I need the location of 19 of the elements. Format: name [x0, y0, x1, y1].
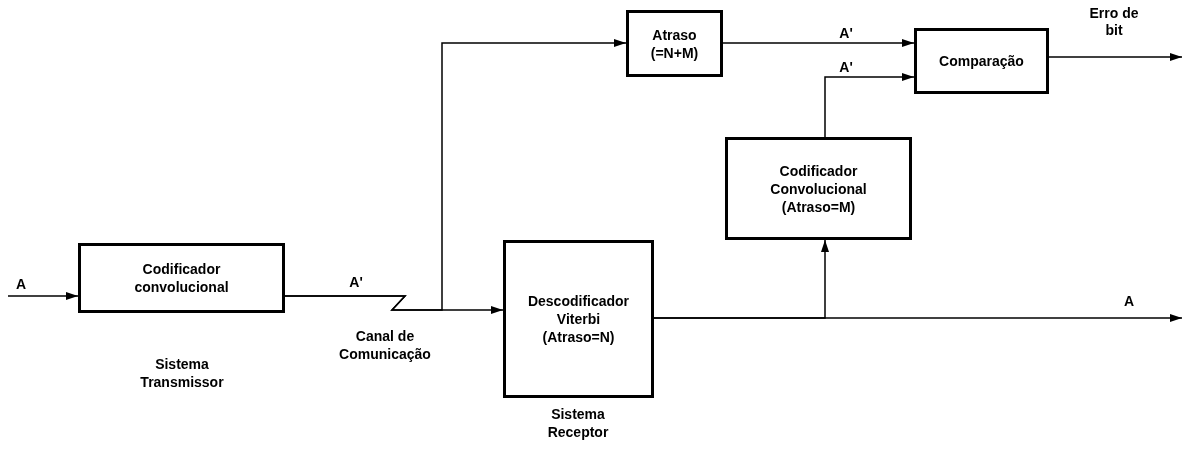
arrow [284, 39, 627, 311]
process-box [626, 10, 723, 77]
arrow [824, 73, 915, 138]
arrow [7, 292, 79, 300]
box-label: Descodificador Viterbi (Atraso=N) [526, 292, 631, 346]
box-label: Codificador convolucional [133, 260, 230, 296]
process-box [914, 28, 1049, 94]
process-box [503, 240, 654, 398]
process-box [78, 243, 285, 313]
channel-label: Canal de Comunicação [338, 327, 432, 363]
arrow [1048, 53, 1183, 61]
node-label: Sistema Receptor [546, 405, 610, 441]
node-label: Sistema Transmissor [139, 355, 225, 391]
process-box [725, 137, 912, 240]
arrow [722, 39, 915, 47]
arrow [653, 314, 1183, 322]
box-label: Atraso (=N+M) [649, 25, 700, 62]
box-label: Comparação [939, 52, 1024, 70]
box-label: Codificador Convolucional (Atraso=M) [769, 161, 868, 216]
